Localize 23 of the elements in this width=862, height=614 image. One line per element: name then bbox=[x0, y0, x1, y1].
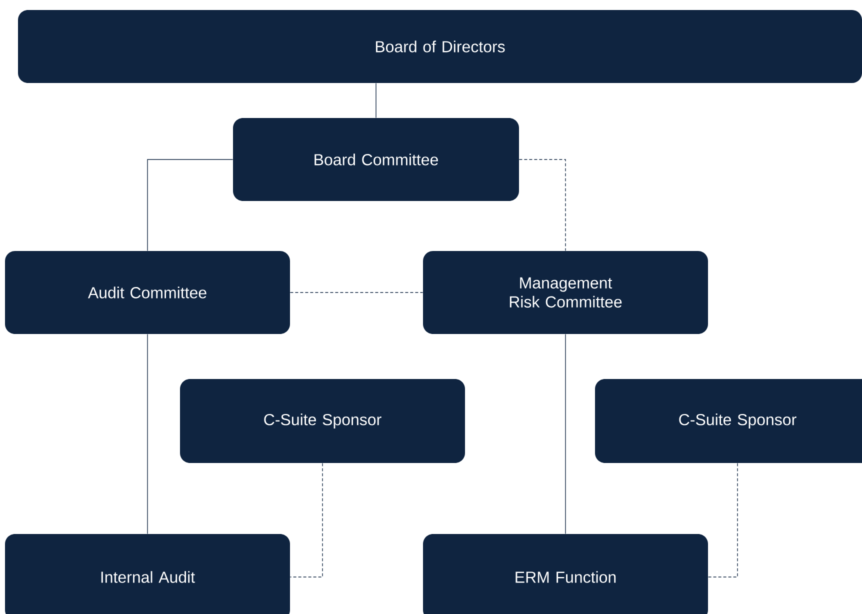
box-label: Board of Directors bbox=[376, 40, 505, 52]
connector-line bbox=[290, 462, 323, 578]
org-box bbox=[423, 534, 708, 614]
connector-line bbox=[565, 334, 566, 534]
org-box bbox=[5, 534, 290, 614]
box-label: Board Committee bbox=[314, 154, 438, 166]
connector-line bbox=[147, 159, 234, 252]
box-label: ERM Function bbox=[516, 571, 616, 583]
connector-line bbox=[518, 159, 566, 252]
connector-line bbox=[708, 462, 738, 578]
connector-line bbox=[290, 292, 424, 293]
connector-line bbox=[147, 334, 148, 534]
org-box bbox=[18, 10, 862, 83]
org-box bbox=[233, 118, 519, 201]
org-box bbox=[595, 379, 862, 463]
box-label: Internal Audit bbox=[101, 571, 195, 583]
box-label: Management Risk Committee bbox=[510, 277, 622, 308]
box-label: Audit Committee bbox=[88, 286, 206, 298]
box-label: C-Suite Sponsor bbox=[679, 414, 796, 428]
org-box bbox=[423, 251, 708, 334]
org-box bbox=[180, 379, 465, 463]
org-box bbox=[5, 251, 290, 334]
box-label: C-Suite Sponsor bbox=[264, 414, 382, 428]
